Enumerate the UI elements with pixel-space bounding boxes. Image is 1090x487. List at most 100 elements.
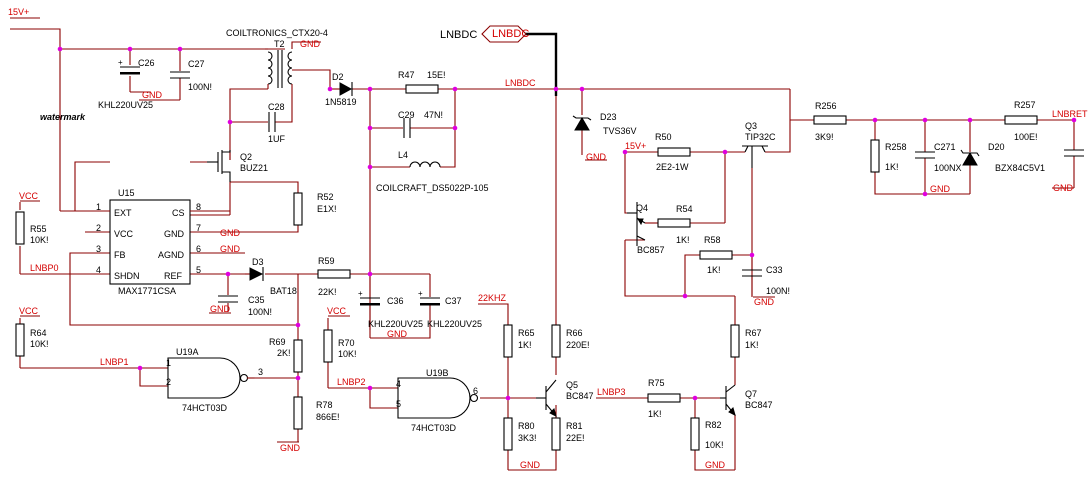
- svg-text:1K!: 1K!: [518, 340, 532, 350]
- transistor-q4: Q4 BC857: [627, 202, 665, 255]
- svg-text:Q3: Q3: [745, 121, 757, 131]
- svg-text:R47: R47: [398, 70, 415, 80]
- wires: [10, 28, 1075, 471]
- svg-text:100NX: 100NX: [934, 163, 962, 173]
- svg-text:R64: R64: [30, 328, 47, 338]
- svg-text:74HCT03D: 74HCT03D: [182, 403, 228, 413]
- mosfet-q2: Q2 BUZ21: [207, 150, 268, 182]
- svg-text:C33: C33: [766, 265, 783, 275]
- svg-text:SHDN: SHDN: [114, 271, 140, 281]
- svg-text:22E!: 22E!: [566, 433, 585, 443]
- svg-text:R50: R50: [655, 132, 672, 142]
- lnbdc-bus: [525, 32, 558, 96]
- resistor-r52: R52 E1X!: [293, 192, 337, 226]
- svg-text:TVS36V: TVS36V: [603, 126, 637, 136]
- svg-text:2: 2: [96, 223, 101, 233]
- svg-text:3K9!: 3K9!: [815, 132, 834, 142]
- svg-text:GND: GND: [300, 39, 321, 49]
- diode-d3: D3 BAT18: [249, 257, 297, 296]
- svg-text:GND: GND: [387, 329, 408, 339]
- svg-text:100N!: 100N!: [766, 286, 790, 296]
- net-label-lnbret: LNBRET: [1052, 109, 1088, 119]
- capacitor-c35: C35 100N!: [217, 295, 272, 317]
- svg-text:FB: FB: [114, 250, 126, 260]
- net-label-lnbdc: LNBDC: [440, 29, 477, 41]
- svg-text:GND: GND: [586, 152, 607, 162]
- resistor-r69: R69 2K!: [269, 337, 303, 373]
- svg-text:COILTRONICS_CTX20-4: COILTRONICS_CTX20-4: [226, 28, 328, 38]
- resistor-r82: R82 10K!: [690, 417, 724, 451]
- svg-text:D23: D23: [600, 112, 617, 122]
- svg-text:KHL220UV25: KHL220UV25: [427, 319, 482, 329]
- svg-text:R257: R257: [1014, 100, 1036, 110]
- net-label-lnbdc-wire: LNBDC: [505, 78, 536, 88]
- svg-text:GND: GND: [210, 304, 231, 314]
- svg-text:22K!: 22K!: [318, 287, 337, 297]
- svg-text:1K!: 1K!: [885, 162, 899, 172]
- capacitor-c26: C26 KHL220UV25: [98, 57, 155, 110]
- svg-text:6: 6: [196, 244, 201, 254]
- resistor-r67: R67 1K!: [730, 324, 762, 358]
- svg-text:R54: R54: [676, 204, 693, 214]
- svg-text:R256: R256: [815, 101, 837, 111]
- svg-text:1K!: 1K!: [676, 235, 690, 245]
- port-flag-label: LNBDC: [492, 28, 529, 40]
- svg-text:D2: D2: [332, 72, 344, 82]
- svg-text:R258: R258: [885, 142, 907, 152]
- resistor-r257: R257 100E!: [1004, 100, 1038, 142]
- svg-text:7: 7: [196, 223, 201, 233]
- svg-text:R66: R66: [566, 328, 583, 338]
- diode-d23: D23 TVS36V: [572, 112, 637, 136]
- svg-text:R55: R55: [30, 224, 47, 234]
- svg-text:MAX1771CSA: MAX1771CSA: [118, 286, 176, 296]
- svg-text:BAT18: BAT18: [270, 286, 297, 296]
- svg-text:GND: GND: [754, 297, 775, 307]
- svg-text:Q7: Q7: [745, 389, 757, 399]
- svg-text:REF: REF: [164, 271, 183, 281]
- svg-text:GND: GND: [142, 90, 163, 100]
- svg-text:CS: CS: [172, 208, 185, 218]
- svg-text:R82: R82: [705, 420, 722, 430]
- net-label-vcc: VCC: [19, 191, 39, 201]
- svg-text:5: 5: [196, 265, 201, 275]
- net-label-15v-2: 15V+: [625, 141, 646, 151]
- svg-text:KHL220UV25: KHL220UV25: [98, 100, 153, 110]
- svg-text:C36: C36: [387, 296, 404, 306]
- svg-text:GND: GND: [164, 229, 185, 239]
- net-label-vcc-2: VCC: [19, 306, 39, 316]
- svg-text:C271: C271: [934, 142, 956, 152]
- svg-text:R80: R80: [518, 421, 535, 431]
- resistor-r80: R80 3K3!: [503, 417, 537, 451]
- resistor-r75: R75 1K!: [647, 378, 681, 419]
- svg-text:U19A: U19A: [176, 347, 199, 357]
- transistor-q3: Q3 TIP32C: [742, 121, 776, 168]
- svg-text:VCC: VCC: [114, 229, 134, 239]
- svg-text:1: 1: [96, 202, 101, 212]
- resistor-r64: R64 10K!: [15, 323, 49, 357]
- svg-text:R58: R58: [704, 235, 721, 245]
- resistor-r256: R256 3K9!: [813, 101, 847, 142]
- svg-text:GND: GND: [220, 244, 241, 254]
- svg-text:Q5: Q5: [566, 380, 578, 390]
- svg-text:3: 3: [258, 367, 263, 377]
- svg-text:C28: C28: [268, 102, 285, 112]
- svg-text:74HCT03D: 74HCT03D: [411, 423, 457, 433]
- svg-text:1UF: 1UF: [268, 134, 286, 144]
- capacitor-lnbret: [1063, 149, 1085, 157]
- svg-text:E1X!: E1X!: [317, 204, 337, 214]
- zener-d20: D20 BZX84C5V1: [960, 142, 1045, 173]
- net-label-22khz: 22KHZ: [478, 293, 507, 303]
- diode-d2: D2 1N5819: [325, 72, 357, 107]
- svg-text:10K!: 10K!: [338, 349, 357, 359]
- net-label-lnbp2: LNBP2: [337, 377, 366, 387]
- svg-text:L4: L4: [398, 150, 408, 160]
- transformer-t2: COILTRONICS_CTX20-4 T2: [226, 28, 328, 89]
- net-label-lnbp3: LNBP3: [597, 387, 626, 397]
- nand-gate-u19b: U19B 74HCT03D 4 5 6: [396, 368, 479, 433]
- svg-text:AGND: AGND: [158, 250, 185, 260]
- svg-text:Q4: Q4: [636, 203, 648, 213]
- resistor-r78: R78 866E!: [293, 396, 340, 430]
- svg-text:1K!: 1K!: [707, 265, 721, 275]
- svg-text:BC847: BC847: [566, 391, 594, 401]
- svg-text:100E!: 100E!: [1014, 132, 1038, 142]
